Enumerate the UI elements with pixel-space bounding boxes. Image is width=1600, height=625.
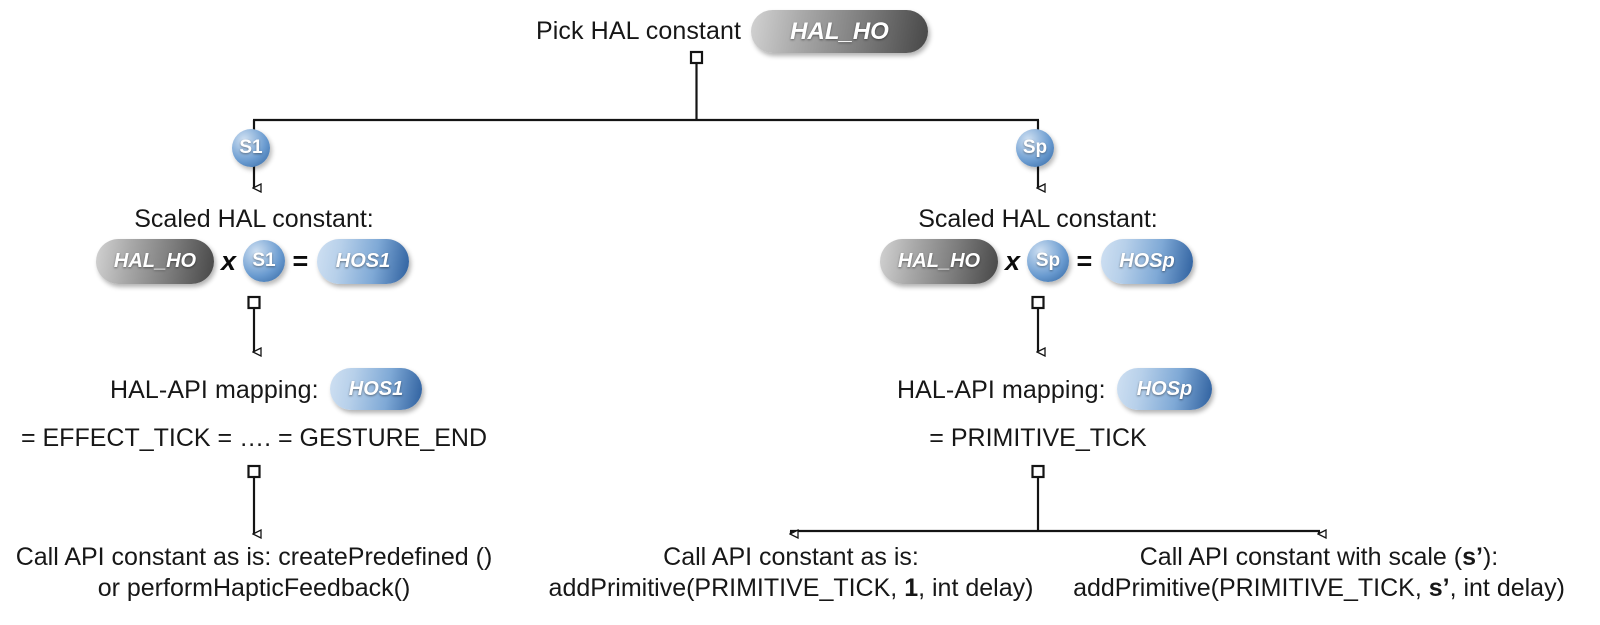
root-square-connector bbox=[689, 50, 704, 65]
left-scaled-caption: Scaled HAL constant: bbox=[134, 205, 374, 233]
right-call-line1-suffix: ): bbox=[1482, 543, 1499, 571]
right-scaled-caption: Scaled HAL constant: bbox=[918, 205, 1158, 233]
right-scaled-times-op: x bbox=[1005, 246, 1021, 276]
right-mapping-expansion: = PRIMITIVE_TICK bbox=[929, 424, 1147, 452]
left-scaled-factor-badge: S1 bbox=[243, 240, 285, 282]
middle-call-line2-bold: 1 bbox=[904, 574, 919, 603]
left-mapping-caption: HAL-API mapping: bbox=[110, 376, 319, 404]
left-mapping-pill: HOS1 bbox=[330, 368, 422, 410]
left-mapping-square-connector bbox=[247, 464, 261, 479]
right-call-line2: addPrimitive(PRIMITIVE_TICK, s’, int del… bbox=[1073, 573, 1565, 604]
right-call-line2-prefix: addPrimitive(PRIMITIVE_TICK, bbox=[1073, 574, 1429, 603]
right-call-line1-bold: s’ bbox=[1462, 543, 1483, 571]
left-call-line2: or performHapticFeedback() bbox=[97, 574, 411, 603]
left-call-block: Call API constant as is: createPredefine… bbox=[16, 542, 493, 605]
left-scaled-pill-hal-ho: HAL_HO bbox=[96, 239, 214, 284]
right-scaled-square-connector bbox=[1031, 295, 1045, 310]
middle-call-line2-suffix: , int delay) bbox=[918, 574, 1034, 603]
left-mapping-expansion: = EFFECT_TICK = …. = GESTURE_END bbox=[20, 424, 488, 452]
right-mapping-caption: HAL-API mapping: bbox=[897, 376, 1106, 404]
root-label: Pick HAL constant bbox=[536, 17, 742, 45]
middle-call-line2-prefix: addPrimitive(PRIMITIVE_TICK, bbox=[548, 574, 905, 603]
middle-call-line2: addPrimitive(PRIMITIVE_TICK, 1, int dela… bbox=[549, 573, 1034, 604]
middle-call-line1: Call API constant as is: bbox=[663, 543, 919, 571]
right-scaled-result-pill: HOSp bbox=[1101, 239, 1193, 284]
left-call-line1: Call API constant as is: createPredefine… bbox=[15, 543, 493, 571]
right-scaled-equals-op: = bbox=[1076, 246, 1092, 276]
right-call-line1-prefix: Call API constant with scale ( bbox=[1139, 543, 1463, 571]
right-scaled-factor-badge: Sp bbox=[1027, 240, 1069, 282]
right-call-line2-bold: s’ bbox=[1428, 574, 1450, 603]
branch-badge-s1: S1 bbox=[232, 129, 270, 167]
right-mapping-pill: HOSp bbox=[1117, 368, 1212, 410]
left-scaled-equals-op: = bbox=[292, 246, 308, 276]
right-scaled-pill-hal-ho: HAL_HO bbox=[880, 239, 998, 284]
right-call-block: Call API constant with scale (s’): addPr… bbox=[1073, 542, 1565, 605]
branch-badge-sp: Sp bbox=[1016, 129, 1054, 167]
left-scaled-times-op: x bbox=[221, 246, 237, 276]
left-scaled-square-connector bbox=[247, 295, 261, 310]
left-scaled-result-pill: HOS1 bbox=[317, 239, 409, 284]
right-call-line2-suffix: , int delay) bbox=[1449, 574, 1565, 603]
middle-call-block: Call API constant as is: addPrimitive(PR… bbox=[549, 542, 1034, 605]
right-call-line1: Call API constant with scale (s’): bbox=[1073, 542, 1565, 573]
root-pill-hal-ho: HAL_HO bbox=[751, 10, 928, 53]
right-mapping-square-connector bbox=[1031, 464, 1045, 479]
